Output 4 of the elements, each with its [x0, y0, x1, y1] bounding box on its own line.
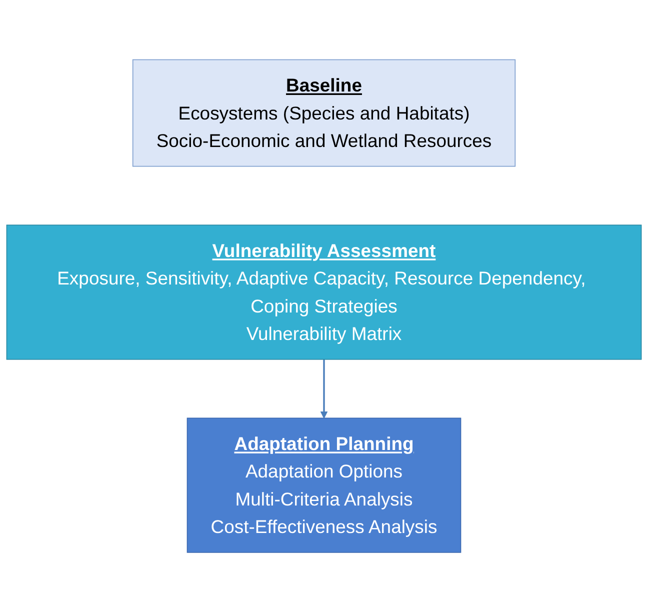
arrow — [320, 359, 328, 418]
node-box: Adaptation Planning Adaptation Options Multi-Criteria Analysis Cost-Effectiveness Analysis — [186, 418, 462, 553]
node-box: Baseline Ecosystems (Species and Habitats) Socio-Economic and Wetland Resources — [132, 59, 516, 167]
node-box: Vulnerability Assessment Exposure, Sensitivity, Adaptive Capacity, Resource Dependency, Coping Strategies Vulnerability Matrix — [6, 224, 642, 360]
